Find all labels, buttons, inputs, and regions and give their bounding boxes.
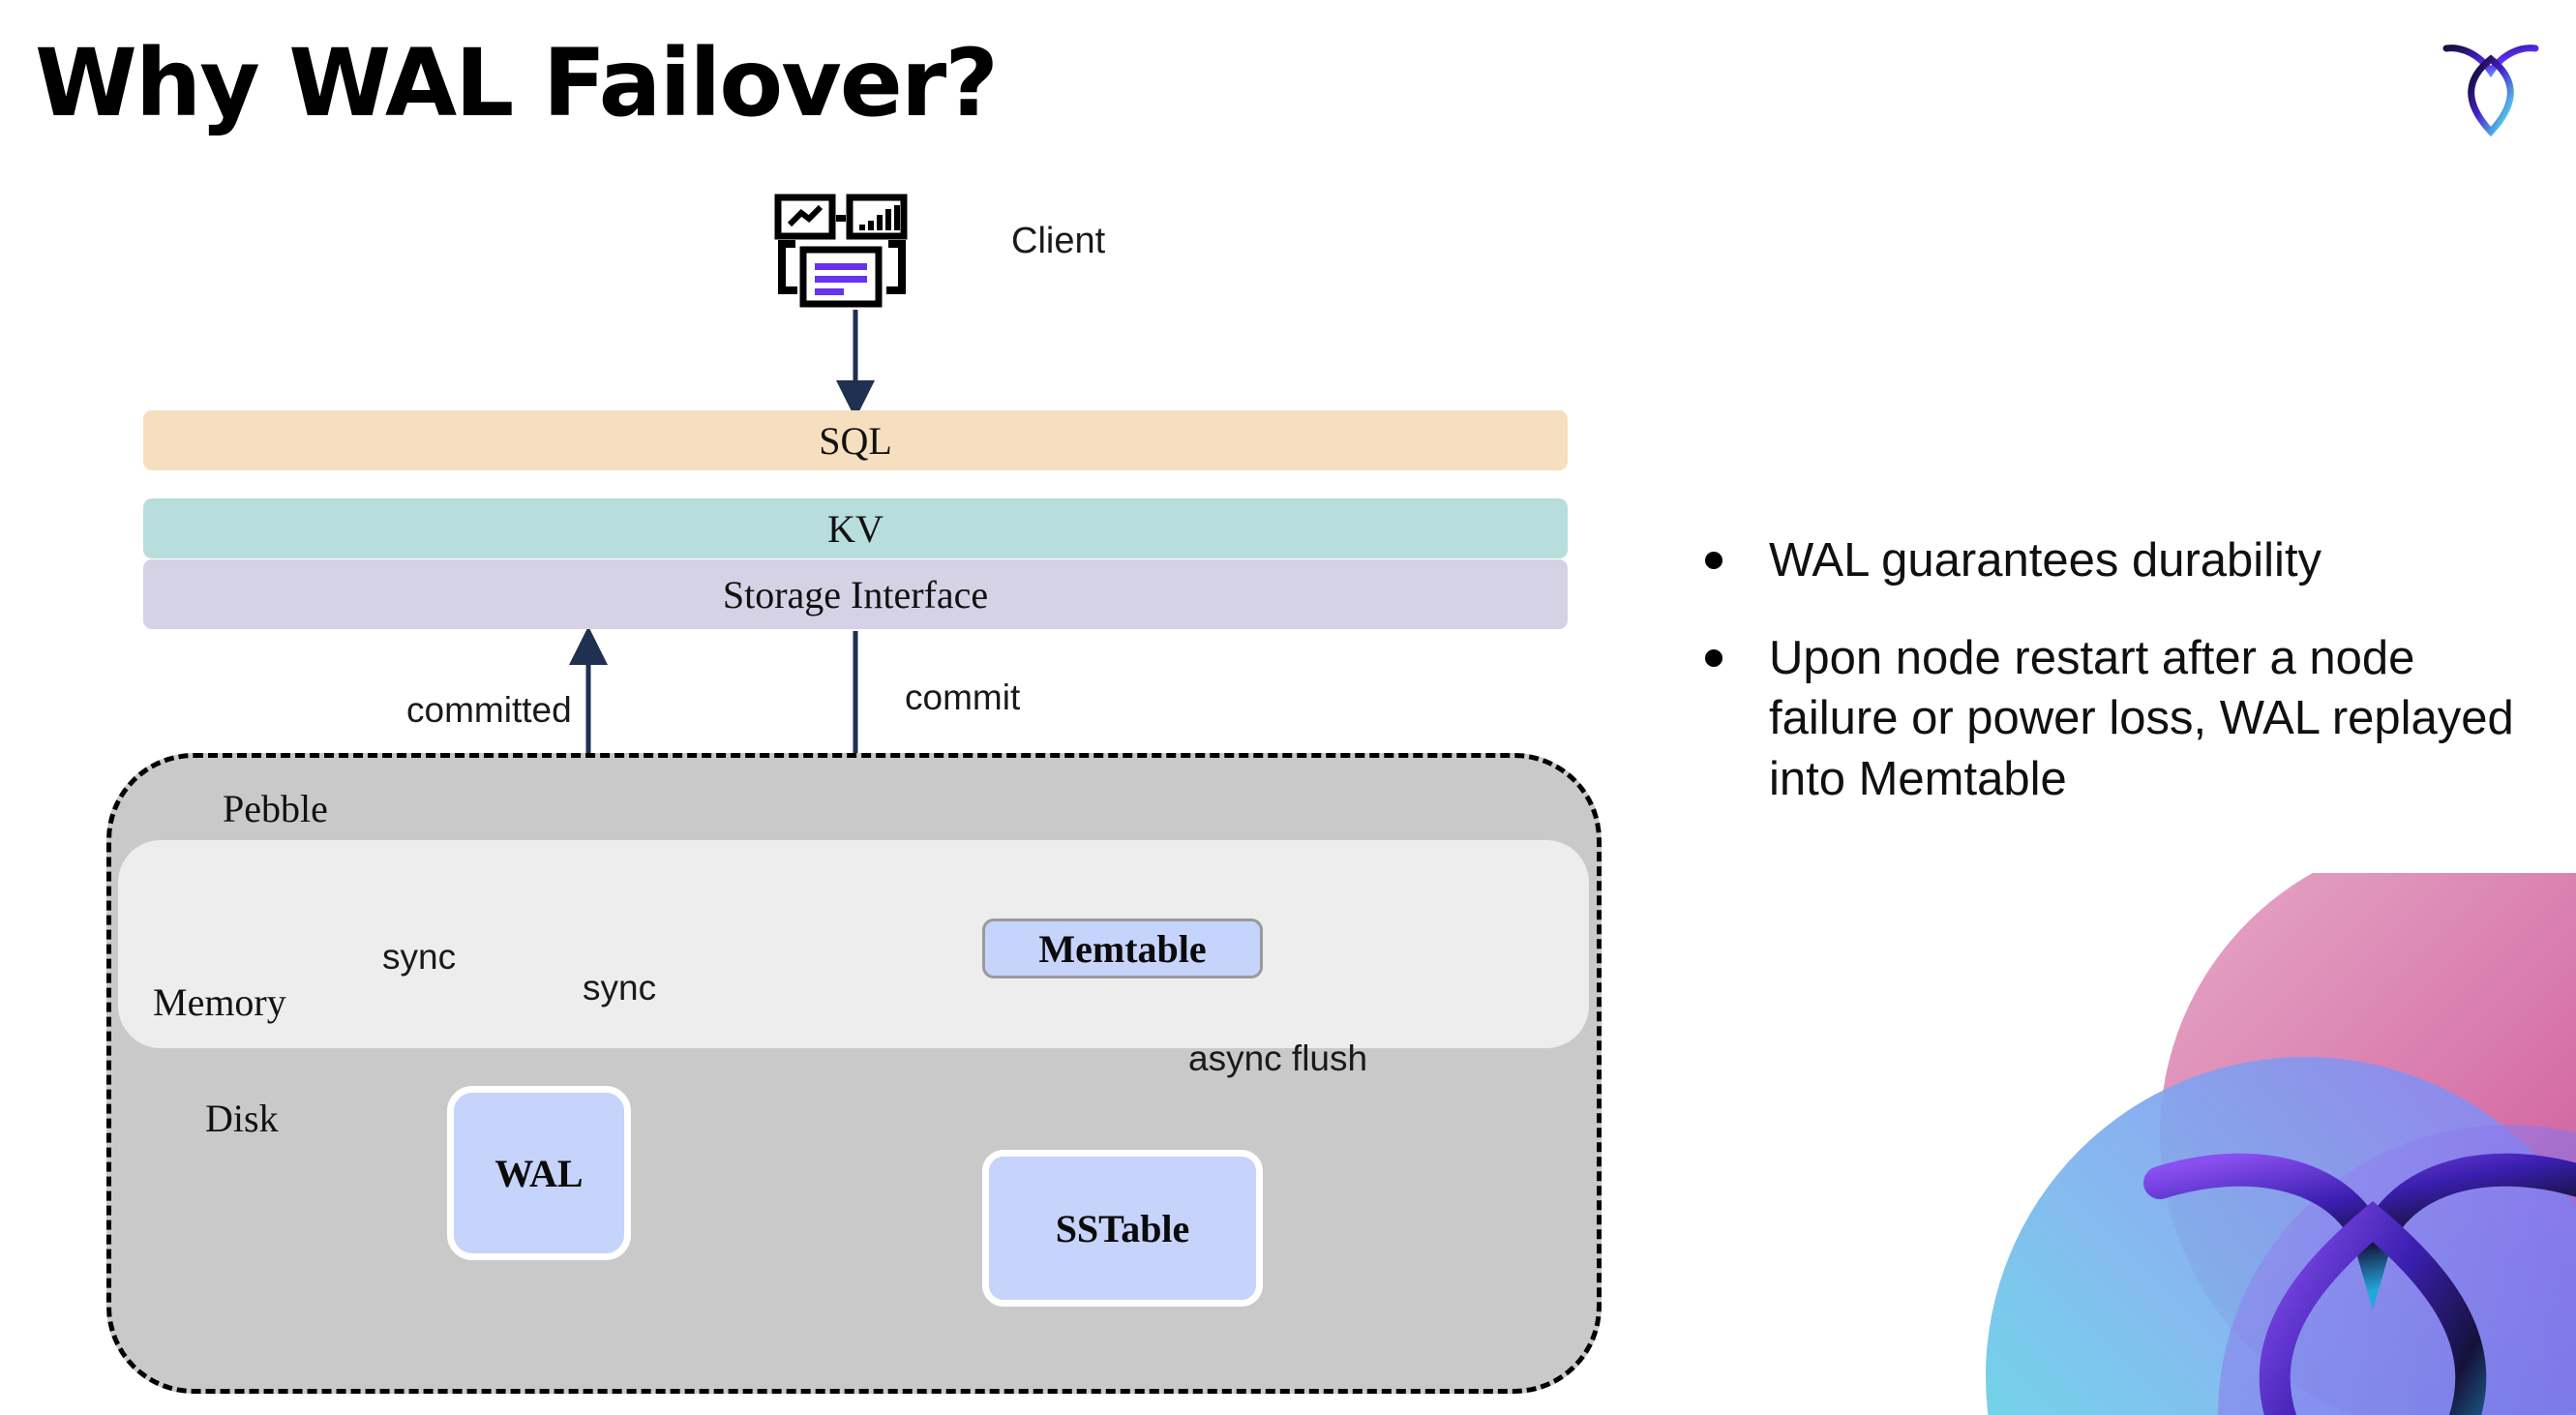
memory-label: Memory — [153, 980, 286, 1024]
bullet-dot-icon — [1705, 552, 1722, 569]
node-wal[interactable]: WAL — [447, 1086, 631, 1260]
page-title: Why WAL Failover? — [35, 29, 999, 137]
list-item: WAL guarantees durability — [1705, 530, 2518, 591]
list-item: Upon node restart after a node failure o… — [1705, 628, 2518, 810]
node-sstable[interactable]: SSTable — [982, 1150, 1263, 1307]
layer-label-kv: KV — [827, 506, 884, 551]
bullet-text: WAL guarantees durability — [1769, 534, 2322, 587]
edge-label-sync-right: sync — [583, 968, 657, 1008]
cockroach-decor-graphic — [1986, 873, 2576, 1415]
architecture-diagram: Client SQL KV Storage Interface Pebble M… — [106, 194, 1602, 1394]
layer-label-storage-interface: Storage Interface — [722, 572, 989, 617]
bullet-dot-icon — [1705, 648, 1722, 667]
layer-label-sql: SQL — [819, 418, 892, 463]
node-label-memtable: Memtable — [1038, 926, 1207, 971]
node-label-wal: WAL — [494, 1151, 584, 1195]
pebble-label: Pebble — [223, 787, 328, 830]
memory-band — [118, 840, 1589, 1048]
layer-bar-storage-interface[interactable]: Storage Interface — [143, 559, 1568, 629]
cockroach-logo-icon — [2442, 45, 2539, 137]
edge-label-committed: committed — [406, 690, 572, 730]
client-label: Client — [1011, 221, 1106, 261]
layer-bar-sql[interactable]: SQL — [143, 410, 1568, 470]
edge-label-async-flush: async flush — [1188, 1039, 1368, 1078]
bullet-text: Upon node restart after a node failure o… — [1769, 631, 2514, 806]
layer-bar-kv[interactable]: KV — [143, 498, 1568, 558]
edge-label-commit: commit — [905, 677, 1021, 717]
edge-label-sync-left: sync — [382, 937, 457, 977]
bullet-list: WAL guarantees durability Upon node rest… — [1705, 530, 2518, 847]
node-memtable[interactable]: Memtable — [982, 918, 1263, 978]
disk-label: Disk — [205, 1097, 279, 1140]
client-terminal-icon — [774, 194, 908, 308]
node-label-sstable: SSTable — [1055, 1206, 1190, 1250]
